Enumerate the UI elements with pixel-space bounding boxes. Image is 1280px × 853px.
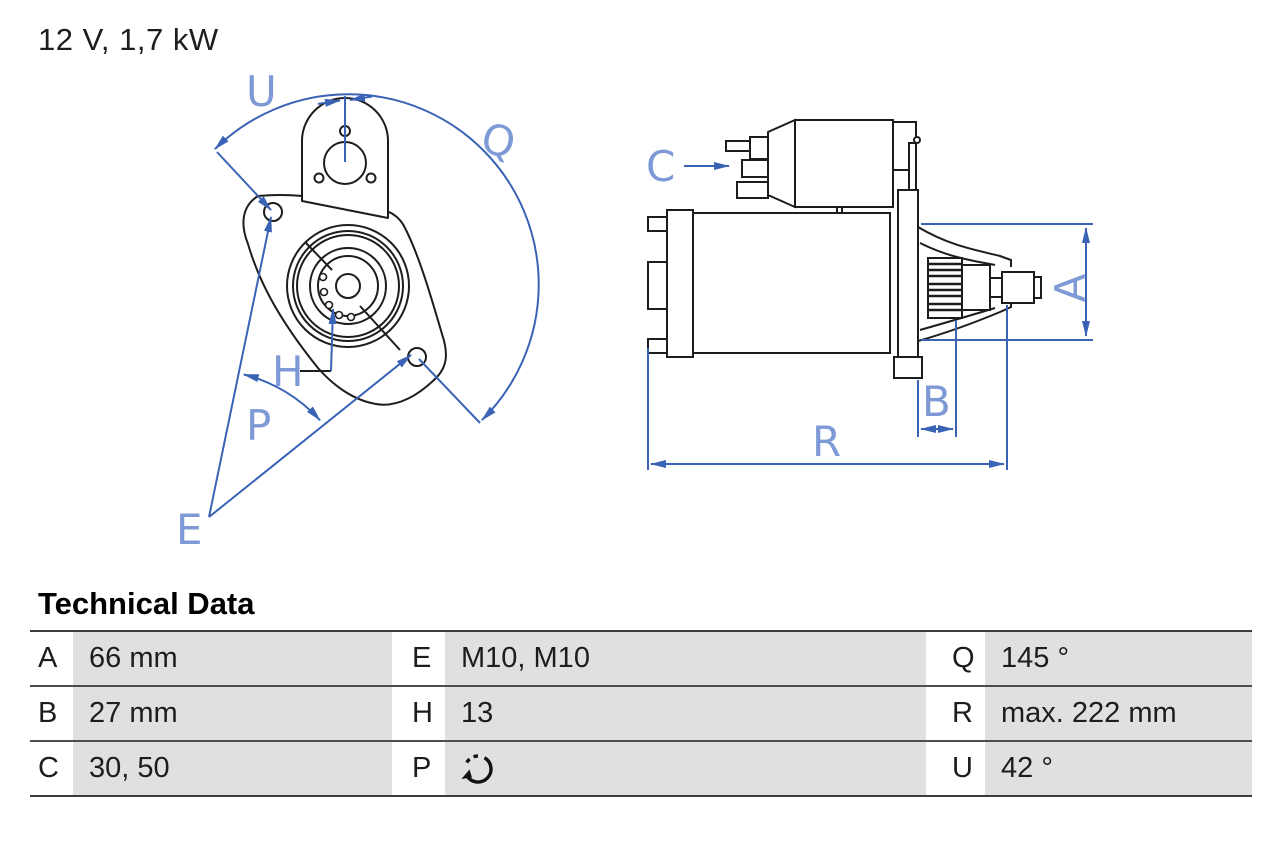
motor-body bbox=[692, 212, 891, 354]
dimension-labels: U Q H P E C A B R bbox=[176, 67, 1095, 554]
table-cell-key: B bbox=[30, 687, 73, 740]
table-cell-key: R bbox=[926, 687, 985, 740]
solenoid-body bbox=[794, 119, 894, 208]
table-cell-value: 145 ° bbox=[985, 632, 1252, 685]
table-cell-value: max. 222 mm bbox=[985, 687, 1252, 740]
drive-end-plate bbox=[897, 189, 919, 358]
table-cell-key: U bbox=[926, 742, 985, 795]
dim-label-r: R bbox=[812, 417, 841, 466]
page-title: 12 V, 1,7 kW bbox=[38, 22, 219, 57]
dim-label-h: H bbox=[272, 347, 304, 396]
pinion-gear bbox=[927, 257, 963, 319]
solenoid-terminal bbox=[725, 140, 751, 152]
dim-label-b: B bbox=[922, 377, 951, 426]
dim-label-u: U bbox=[246, 67, 277, 116]
table-row: A 66 mm E M10, M10 Q 145 ° bbox=[30, 632, 1252, 685]
table-cell-value bbox=[445, 742, 926, 795]
table-cell-key: C bbox=[30, 742, 73, 795]
dim-label-c: C bbox=[646, 142, 675, 191]
table-cell-key: A bbox=[30, 632, 73, 685]
table-cell-value: 42 ° bbox=[985, 742, 1252, 795]
table-cell-value: 30, 50 bbox=[73, 742, 392, 795]
table-cell-key: Q bbox=[926, 632, 985, 685]
table-cell-value: 27 mm bbox=[73, 687, 392, 740]
side-view-dimensions bbox=[647, 162, 1093, 470]
dim-label-e: E bbox=[176, 505, 203, 554]
rotation-counterclockwise-icon bbox=[461, 753, 493, 784]
table-row: C 30, 50 P U 42 ° bbox=[30, 740, 1252, 795]
table-cell-key: P bbox=[392, 742, 445, 795]
front-view-dimensions bbox=[208, 93, 540, 518]
table-cell-key: E bbox=[392, 632, 445, 685]
table-row: B 27 mm H 13 R max. 222 mm bbox=[30, 685, 1252, 740]
dim-label-a: A bbox=[1046, 273, 1095, 302]
table-cell-key: H bbox=[392, 687, 445, 740]
side-view-drawing bbox=[647, 118, 1042, 379]
table-cell-value: 66 mm bbox=[73, 632, 392, 685]
dim-label-q: Q bbox=[476, 113, 520, 169]
technical-data-table: A 66 mm E M10, M10 Q 145 ° B 27 mm H 13 … bbox=[30, 630, 1252, 797]
dim-label-p: P bbox=[246, 401, 271, 450]
solenoid-terminal bbox=[736, 181, 769, 199]
table-cell-value: M10, M10 bbox=[445, 632, 926, 685]
technical-data-heading: Technical Data bbox=[38, 586, 255, 621]
table-cell-value: 13 bbox=[445, 687, 926, 740]
technical-drawing: U Q H P E C A B R bbox=[176, 67, 1095, 554]
